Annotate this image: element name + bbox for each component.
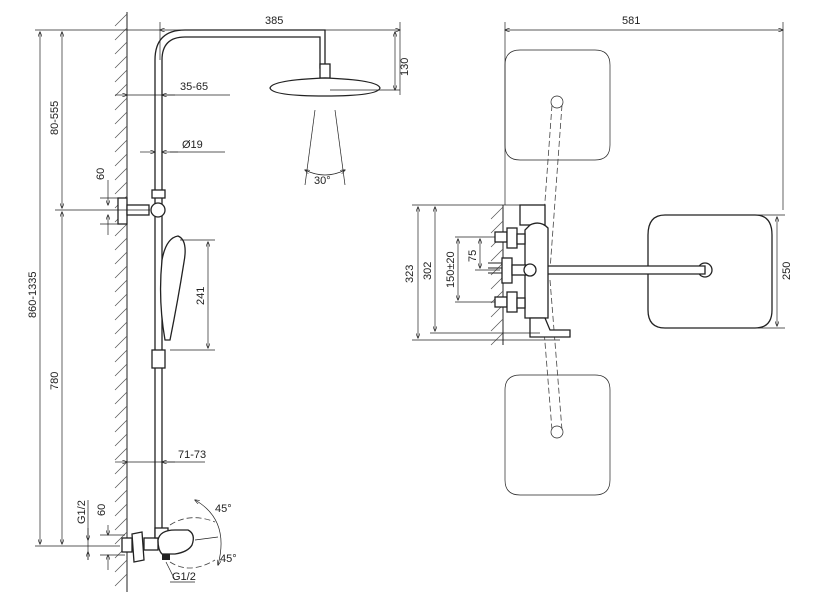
dim-riser-height: 780 [49, 372, 61, 390]
wall-hatch [114, 363, 128, 377]
dim-hand-shower-length: 241 [195, 287, 207, 305]
dim-width: 581 [622, 15, 640, 27]
dim-outlet-thread: G1/2 [172, 571, 196, 583]
dim-head-height: 130 [399, 58, 411, 76]
wall-hatch [114, 13, 128, 27]
rotation-arc [195, 500, 222, 565]
dim-total-height: 860-1335 [27, 272, 39, 319]
wall-hatch [490, 248, 504, 262]
dim-rotation-up: 45° [215, 503, 232, 515]
wall-hatch [114, 489, 128, 503]
dim-mixer-depth: 302 [422, 262, 434, 280]
shower-arm-top [529, 265, 706, 275]
dim-arm-length: 385 [265, 15, 283, 27]
dim-inlet-thread: G1/2 [76, 500, 88, 524]
wall-hatch [114, 419, 128, 433]
wall-hatch [114, 321, 128, 335]
wall-hatch [114, 447, 128, 461]
wall-hatch [114, 139, 128, 153]
dim-pipe-diameter: Ø19 [182, 139, 203, 151]
mixer-top [488, 204, 571, 338]
wall-hatch [114, 69, 128, 83]
wall-hatch [114, 531, 128, 545]
wall-hatch [490, 206, 504, 220]
wall-hatch [114, 307, 128, 321]
shower-head-connector [319, 63, 331, 79]
dim-spray-angle: 30° [314, 175, 331, 187]
wall-hatch [114, 181, 128, 195]
dim-half-spacing: 75 [467, 250, 479, 262]
wall-hatch [114, 111, 128, 125]
wall-hatch [490, 220, 504, 234]
shower-head [269, 77, 381, 97]
shower-head-top-swivel-lower [504, 374, 611, 496]
wall-hatch [490, 332, 504, 346]
shower-head-top-swivel-upper [504, 49, 611, 161]
wall-hatch [114, 335, 128, 349]
dimension-lines [35, 22, 400, 583]
wall-hatch [114, 475, 128, 489]
side-view: 385 130 35-65 Ø19 30° 80-555 60 860-1335… [27, 12, 411, 592]
wall-hatch [114, 125, 128, 139]
top-view: 581 [404, 15, 793, 496]
dim-wall-to-pipe-bottom: 71-73 [178, 449, 206, 461]
spray-cone [305, 109, 345, 186]
wall-hatch [114, 503, 128, 517]
slider [151, 349, 166, 369]
wall-hatch [114, 167, 128, 181]
dim-head-size: 250 [781, 262, 793, 280]
dim-rotation-down: 45° [220, 553, 237, 565]
dim-holder-range: 80-555 [49, 101, 61, 135]
wall-hatch [114, 559, 128, 573]
wall-hatch [114, 153, 128, 167]
top-dimension-lines [412, 204, 785, 341]
wall-top [490, 205, 504, 346]
bottom-diverter [121, 517, 216, 569]
dim-total-depth: 323 [404, 265, 416, 283]
wall-hatch [114, 55, 128, 69]
dim-wall-to-pipe-top: 35-65 [180, 81, 208, 93]
wall-hatch [114, 41, 128, 55]
wall-hatch [114, 461, 128, 475]
wall-hatch [114, 573, 128, 587]
wall-hatch [114, 391, 128, 405]
wall-hatch [114, 517, 128, 531]
wall-hatch [114, 279, 128, 293]
wall-hatch [114, 83, 128, 97]
dim-holder-height: 60 [95, 168, 107, 180]
hand-shower [159, 235, 186, 341]
wall-hatch [114, 223, 128, 237]
wall [114, 12, 128, 592]
wall-hatch [114, 405, 128, 419]
wall-hatch [490, 318, 504, 332]
wall-hatch [114, 251, 128, 265]
dim-inlet-height: 60 [96, 504, 108, 516]
wall-hatch [114, 265, 128, 279]
wall-hatch [114, 349, 128, 363]
wall-hatch [490, 276, 504, 290]
wall-hatch [114, 377, 128, 391]
wall-hatch [114, 97, 128, 111]
dim-inlet-spacing: 150±20 [445, 251, 457, 288]
wall-hatch [114, 237, 128, 251]
wall-hatch [114, 433, 128, 447]
wall-hatch [114, 293, 128, 307]
